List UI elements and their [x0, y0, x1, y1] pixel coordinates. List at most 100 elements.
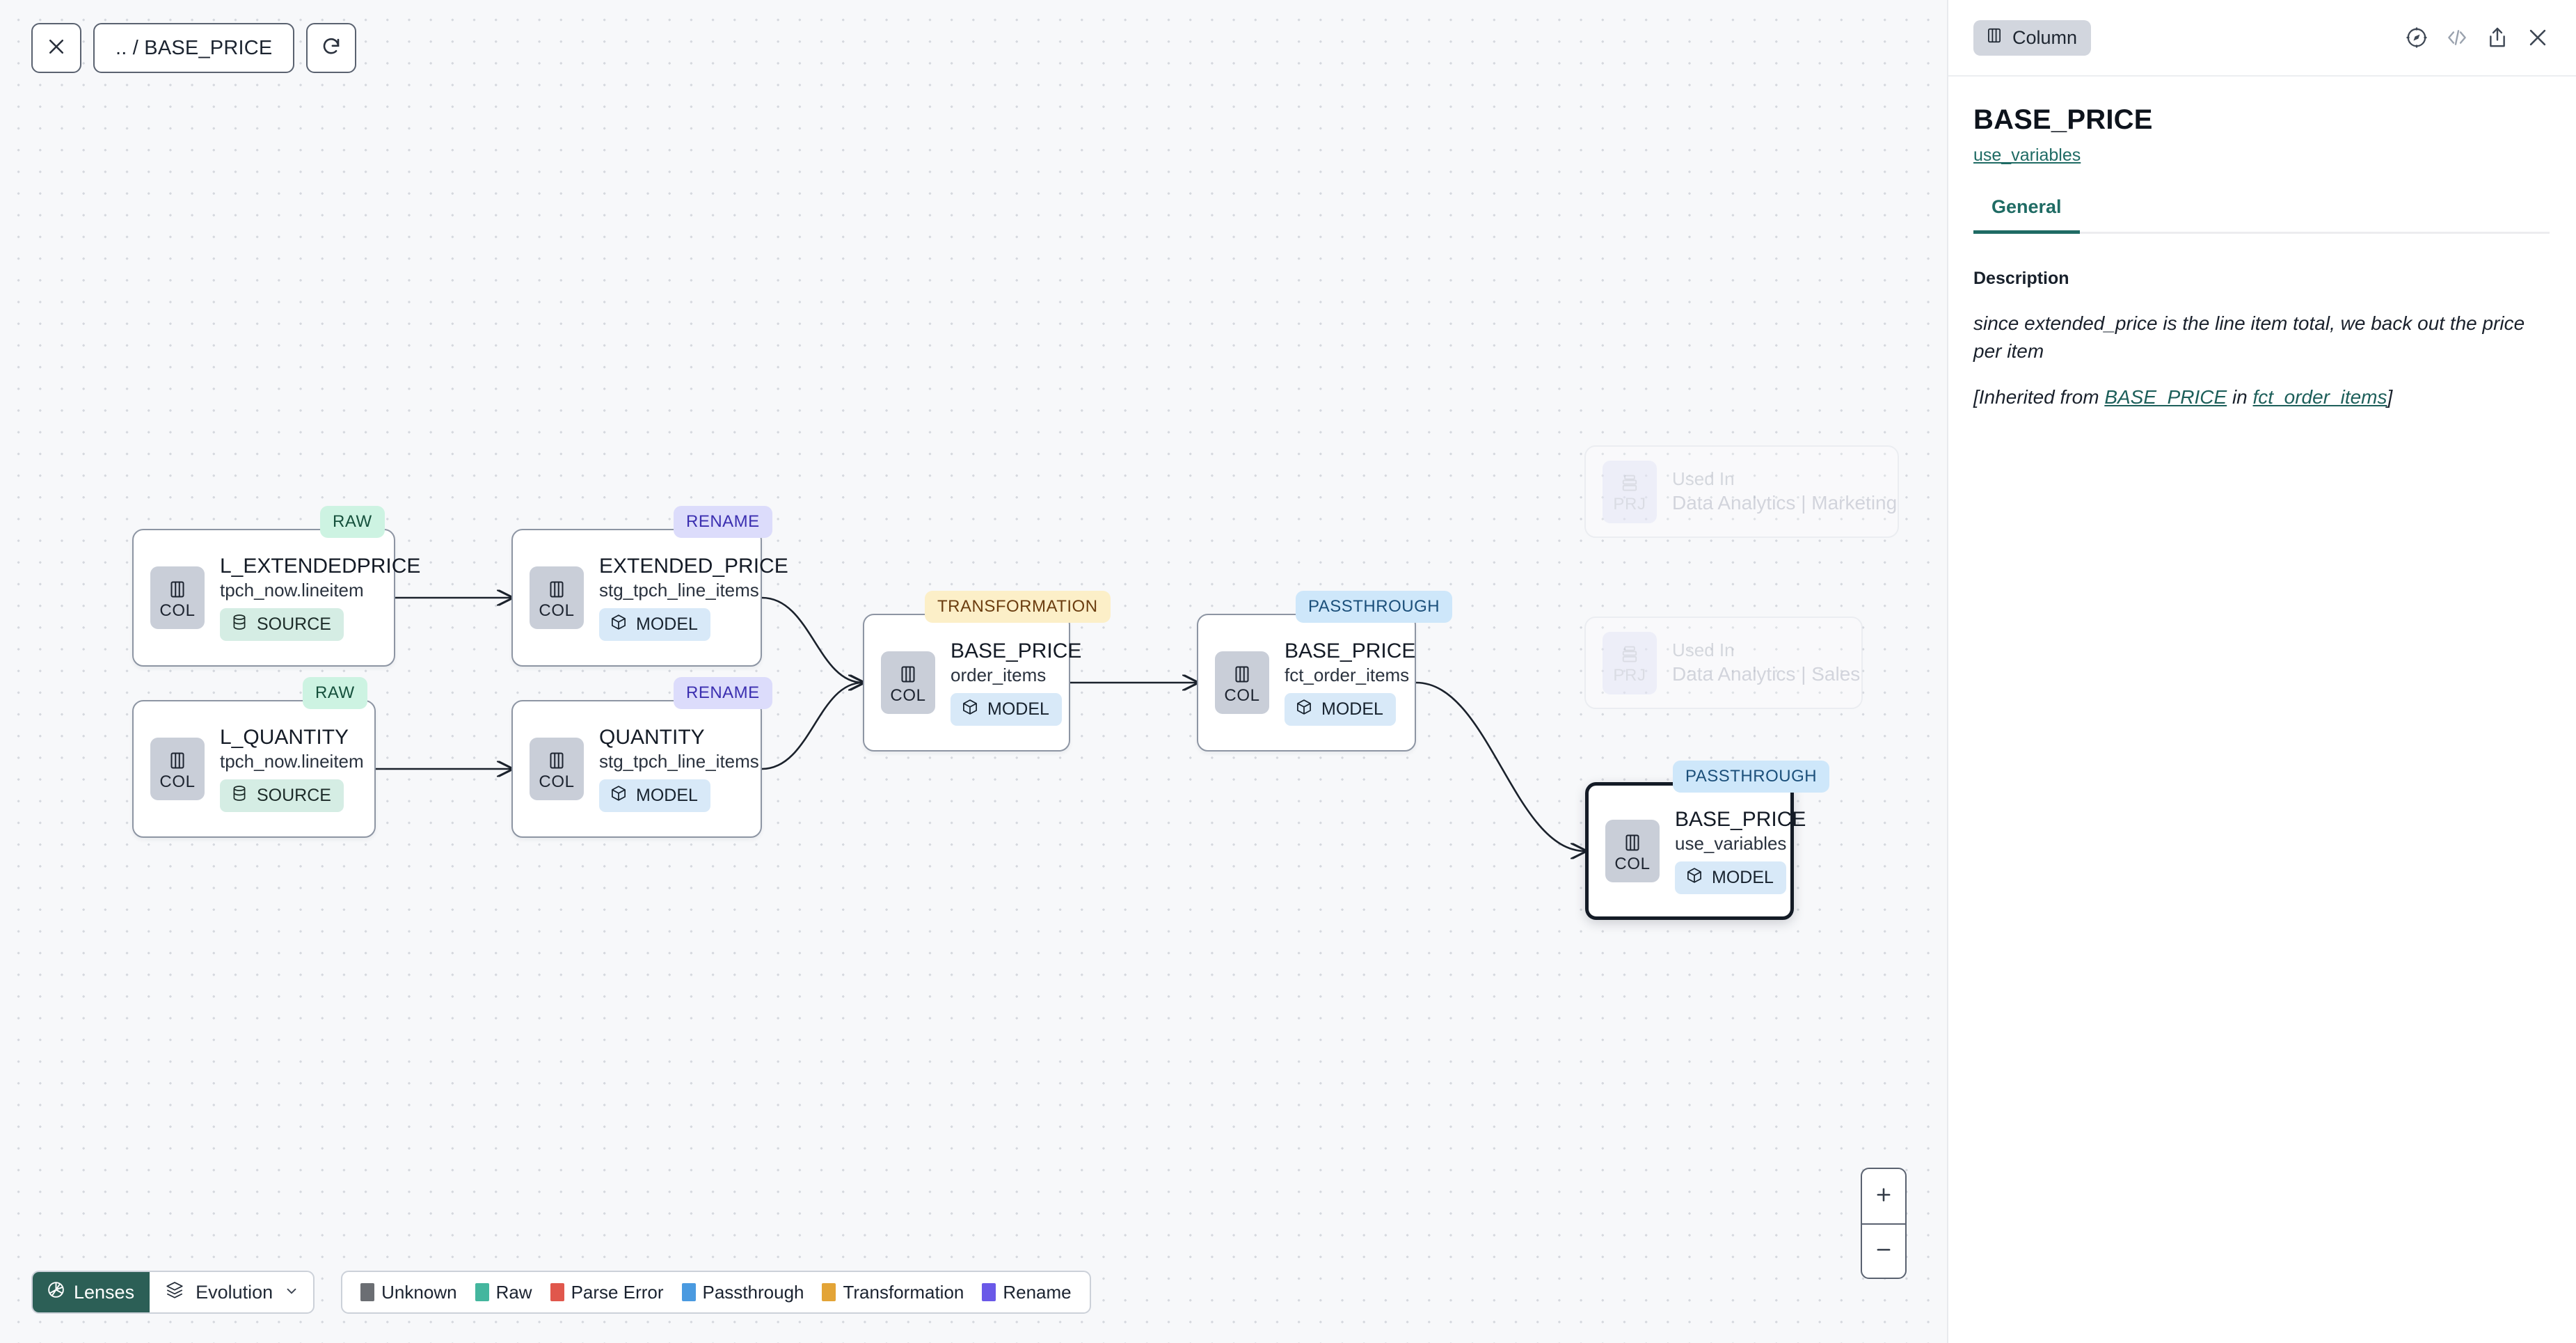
detail-panel-body: BASE_PRICE use_variables General Descrip…	[1948, 77, 2576, 411]
entity-type-chip: Column	[1973, 19, 2092, 56]
lenses-label: Lenses	[74, 1281, 135, 1303]
node-title: L_EXTENDEDPRICE	[220, 554, 421, 578]
close-icon	[46, 36, 67, 61]
legend-item-parse-error[interactable]: Parse Error	[550, 1282, 664, 1303]
compass-icon[interactable]	[2405, 26, 2428, 49]
node-subtitle: tpch_now.lineitem	[220, 580, 364, 601]
close-graph-button[interactable]	[31, 23, 81, 73]
legend-label: Rename	[1003, 1281, 1072, 1303]
description-text: since extended_price is the line item to…	[1973, 312, 2525, 362]
node-kind-label: COL	[159, 772, 196, 791]
close-icon[interactable]	[2526, 26, 2550, 49]
node-kind-chip: PRJ	[1603, 460, 1657, 523]
lenses-button[interactable]: Lenses	[33, 1272, 150, 1312]
inherited-mid: in	[2227, 386, 2253, 408]
cube-icon	[1295, 698, 1313, 721]
legend-item-transformation[interactable]: Transformation	[822, 1282, 964, 1303]
legend-label: Passthrough	[702, 1281, 804, 1303]
legend-label: Raw	[495, 1281, 532, 1303]
node-materialization-label: SOURCE	[257, 614, 331, 635]
node-materialization-label: MODEL	[1321, 699, 1383, 720]
legend-item-passthrough[interactable]: Passthrough	[681, 1281, 804, 1303]
inherited-model-link[interactable]: fct_order_items	[2252, 386, 2387, 408]
tab-general[interactable]: General	[1973, 196, 2080, 234]
chevron-down-icon	[284, 1282, 299, 1303]
entity-type-label: Column	[2012, 26, 2078, 48]
database-icon	[230, 613, 248, 636]
lens-badge-quantity: RENAME	[674, 677, 772, 709]
refresh-button[interactable]	[306, 23, 357, 73]
breadcrumb[interactable]: .. / BASE_PRICE	[93, 23, 295, 73]
node-materialization-pill: MODEL	[951, 693, 1062, 726]
node-subtitle: stg_tpch_line_items	[599, 580, 759, 601]
node-kind-chip: PRJ	[1603, 631, 1657, 694]
zoom-out-button[interactable]	[1862, 1223, 1905, 1278]
zoom-in-button[interactable]	[1862, 1169, 1905, 1223]
lens-badge-l_quantity: RAW	[303, 677, 367, 709]
column-icon	[1232, 662, 1253, 687]
node-kind-chip: COL	[150, 738, 205, 800]
inherited-suffix: ]	[2387, 386, 2393, 408]
legend-item-raw[interactable]: Raw	[475, 1282, 532, 1303]
node-title: L_QUANTITY	[220, 725, 349, 749]
column-icon	[546, 748, 567, 773]
lens-badge-base_price_fct: PASSTHROUGH	[1296, 591, 1453, 623]
node-materialization-pill: SOURCE	[220, 779, 344, 813]
canvas-top-controls: .. / BASE_PRICE	[31, 23, 357, 73]
legend-item-rename[interactable]: Rename	[982, 1281, 1072, 1303]
lens-legend: Unknown Raw Parse Error Passthrough Transfor…	[341, 1271, 1091, 1314]
node-subtitle: fct_order_items	[1285, 665, 1410, 686]
node-title: BASE_PRICE	[951, 639, 1082, 662]
legend-swatch	[822, 1283, 836, 1301]
detail-tabs: General	[1973, 196, 2550, 234]
tab-general-label: General	[1991, 196, 2062, 217]
inherited-column-link[interactable]: BASE_PRICE	[2104, 386, 2227, 408]
legend-swatch	[982, 1283, 996, 1301]
cube-icon	[610, 613, 628, 636]
legend-item-unknown[interactable]: Unknown	[360, 1282, 457, 1303]
legend-swatch	[681, 1283, 696, 1301]
node-title: QUANTITY	[599, 725, 705, 749]
node-kind-chip: COL	[1215, 651, 1269, 714]
lens-selector-group[interactable]: Lenses Evolution	[31, 1271, 315, 1314]
aperture-icon	[47, 1280, 65, 1304]
node-subtitle: order_items	[951, 665, 1047, 686]
project-name: Data Analytics | Sales	[1672, 663, 1861, 685]
code-icon[interactable]	[2445, 26, 2469, 49]
column-icon	[1622, 830, 1643, 855]
node-kind-label: COL	[890, 685, 926, 705]
legend-label: Parse Error	[571, 1281, 664, 1303]
legend-swatch	[550, 1283, 564, 1301]
breadcrumb-label: .. / BASE_PRICE	[116, 36, 273, 59]
inherited-from-note: [Inherited from BASE_PRICE in fct_order_…	[1973, 383, 2550, 411]
node-kind-chip: COL	[1605, 820, 1660, 882]
node-materialization-pill: MODEL	[599, 779, 710, 813]
node-kind-label: PRJ	[1613, 666, 1646, 685]
node-materialization-pill: SOURCE	[220, 608, 344, 642]
cube-icon	[610, 784, 628, 807]
node-materialization-pill: MODEL	[1675, 861, 1786, 895]
share-icon[interactable]	[2486, 26, 2509, 49]
node-kind-label: COL	[539, 772, 575, 791]
panel-header-actions	[2405, 26, 2550, 49]
evolution-dropdown[interactable]: Evolution	[150, 1272, 313, 1312]
legend-swatch	[475, 1283, 489, 1301]
node-materialization-pill: MODEL	[1285, 693, 1396, 726]
column-icon	[1985, 26, 2003, 49]
node-materialization-label: MODEL	[1712, 868, 1774, 888]
parent-model-link[interactable]: use_variables	[1973, 145, 2081, 165]
